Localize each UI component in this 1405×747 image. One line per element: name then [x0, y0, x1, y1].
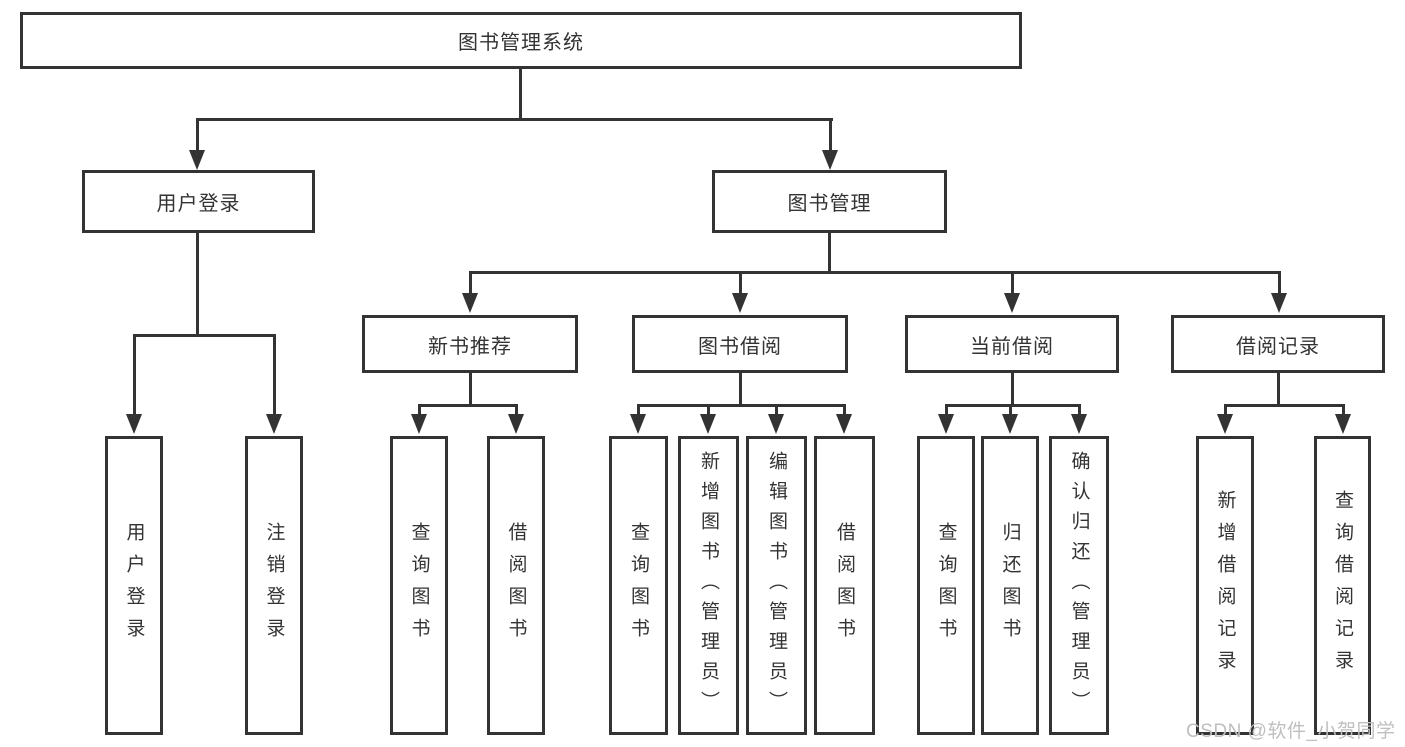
node-root: 图书管理系统 [20, 12, 1022, 69]
arrowhead-down-icon [938, 414, 954, 434]
connector-line [1224, 404, 1227, 416]
arrowhead-down-icon [266, 414, 282, 434]
leaf-borrow-edit-admin: 编辑图书（管理员） [746, 436, 807, 735]
arrowhead-down-icon [126, 414, 142, 434]
arrowhead-down-icon [462, 293, 478, 313]
node-book-borrow-label: 图书借阅 [698, 335, 782, 358]
leaf-borrow-query: 查询图书 [609, 436, 668, 735]
watermark: CSDN @软件_小贺同学 [1186, 721, 1396, 742]
connector-book-mgmt-stem [828, 233, 831, 274]
connector-root-stem [519, 69, 522, 120]
connector-book-borrow-bar [637, 404, 846, 407]
leaf-label: 注销登录 [263, 521, 285, 650]
connector-line [515, 404, 518, 416]
leaf-label: 查询图书 [628, 521, 649, 650]
node-book-mgmt-label: 图书管理 [787, 193, 872, 215]
connector-book-borrow-stem [739, 373, 742, 407]
connector-current-borrow-stem [1011, 373, 1014, 407]
arrowhead-down-icon [508, 414, 524, 434]
arrowhead-down-icon [189, 150, 205, 170]
arrowhead-down-icon [1271, 293, 1287, 313]
node-current-borrow: 当前借阅 [905, 315, 1119, 373]
arrowhead-down-icon [411, 414, 427, 434]
leaf-borrow-add-admin: 新增图书（管理员） [678, 436, 739, 735]
node-book-mgmt: 图书管理 [712, 170, 947, 233]
connector-to-current-borrow [1011, 271, 1014, 295]
connector-line [1009, 404, 1012, 416]
connector-root-to-book-mgmt [829, 118, 832, 152]
arrowhead-down-icon [1002, 414, 1018, 434]
leaf-records-add: 新增借阅记录 [1196, 436, 1254, 735]
connector-to-new-books [469, 271, 472, 295]
node-book-borrow: 图书借阅 [632, 315, 848, 373]
connector-root-to-user-login [196, 118, 199, 152]
arrowhead-down-icon [1004, 293, 1020, 313]
leaf-label: 归还图书 [999, 521, 1021, 650]
node-user-login: 用户登录 [82, 170, 315, 233]
node-current-borrow-label: 当前借阅 [970, 335, 1054, 358]
connector-new-books-bar [418, 404, 518, 407]
leaf-logout: 注销登录 [245, 436, 303, 735]
leaf-label: 借阅图书 [834, 521, 855, 650]
arrowhead-down-icon [1071, 414, 1087, 434]
leaf-label: 借阅图书 [505, 521, 527, 650]
leaf-current-query: 查询图书 [917, 436, 975, 735]
arrowhead-down-icon [630, 414, 646, 434]
leaf-label: 新增借阅记录 [1214, 489, 1236, 682]
arrowhead-down-icon [768, 414, 784, 434]
leaf-label: 查询借阅记录 [1332, 489, 1353, 682]
arrowhead-down-icon [1335, 414, 1351, 434]
connector-new-books-stem [469, 373, 472, 407]
connector-line [775, 404, 778, 416]
connector-current-borrow-bar [945, 404, 1081, 407]
node-new-books-label: 新书推荐 [428, 335, 512, 358]
arrowhead-down-icon [1217, 414, 1233, 434]
arrowhead-down-icon [700, 414, 716, 434]
leaf-label: 查询图书 [408, 521, 430, 650]
leaf-label: 查询图书 [935, 521, 957, 650]
leaf-user-login: 用户登录 [105, 436, 163, 735]
leaf-current-confirm-admin: 确认归还（管理员） [1049, 436, 1109, 735]
connector-line [1078, 404, 1081, 416]
connector-to-book-borrow [739, 271, 742, 295]
arrowhead-down-icon [836, 414, 852, 434]
node-user-login-label: 用户登录 [156, 193, 241, 215]
connector-to-borrow-records [1278, 271, 1281, 295]
connector-user-login-child1 [133, 334, 136, 416]
connector-line [418, 404, 421, 416]
arrowhead-down-icon [822, 150, 838, 170]
leaf-new-books-query: 查询图书 [390, 436, 448, 735]
node-borrow-records: 借阅记录 [1171, 315, 1385, 373]
connector-user-login-bar [133, 334, 276, 337]
connector-borrow-records-stem [1277, 373, 1280, 407]
connector-user-login-child2 [273, 334, 276, 416]
leaf-borrow-borrow: 借阅图书 [814, 436, 875, 735]
leaf-current-return: 归还图书 [981, 436, 1039, 735]
connector-line [843, 404, 846, 416]
leaf-label: 确认归还（管理员） [1068, 450, 1090, 721]
connector-root-bar [196, 118, 833, 121]
leaf-label: 用户登录 [123, 521, 145, 650]
leaf-records-query: 查询借阅记录 [1314, 436, 1371, 735]
connector-line [707, 404, 710, 416]
connector-line [637, 404, 640, 416]
connector-line [945, 404, 948, 416]
leaf-new-books-borrow: 借阅图书 [487, 436, 545, 735]
node-root-label: 图书管理系统 [458, 32, 584, 54]
connector-user-login-stem [196, 233, 199, 337]
connector-borrow-records-bar [1224, 404, 1345, 407]
connector-line [1342, 404, 1345, 416]
connector-book-mgmt-bar [469, 271, 1281, 274]
node-new-books: 新书推荐 [362, 315, 578, 373]
node-borrow-records-label: 借阅记录 [1236, 335, 1320, 358]
leaf-label: 新增图书（管理员） [698, 450, 719, 721]
leaf-label: 编辑图书（管理员） [766, 450, 787, 721]
arrowhead-down-icon [732, 293, 748, 313]
